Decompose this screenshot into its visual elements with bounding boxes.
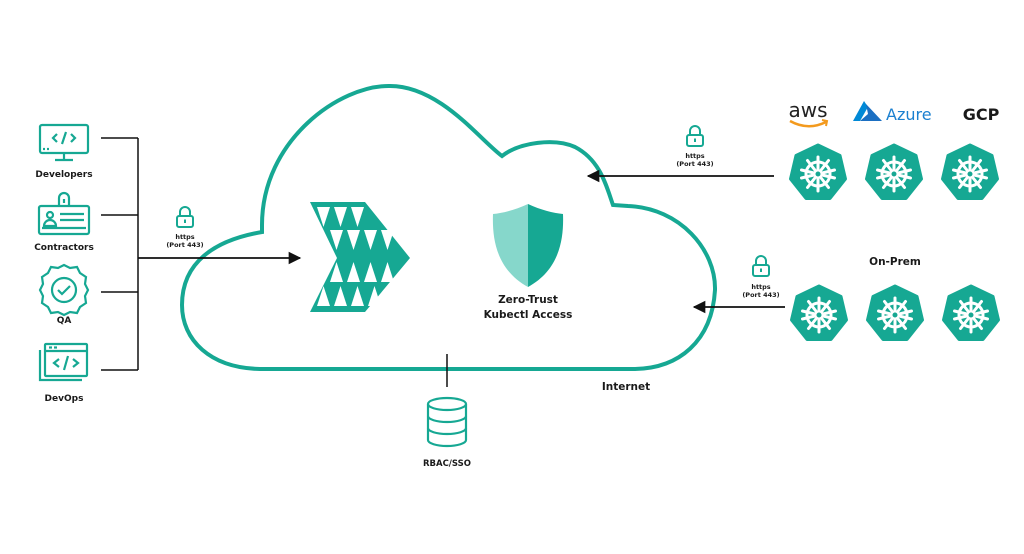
gateway-logo-triangle <box>351 286 364 306</box>
user-label: Developers <box>35 170 92 180</box>
gateway-logo-triangle <box>347 230 360 250</box>
kubernetes-cluster-onprem-2 <box>866 284 924 341</box>
https-lock-on-prem: https (Port 443) <box>742 255 780 299</box>
product-label-line2: Kubectl Access <box>484 309 573 321</box>
kubernetes-cluster-onprem-3 <box>942 284 1000 341</box>
cloud-outline <box>179 83 718 372</box>
gateway-logo-triangle <box>381 262 394 282</box>
lock-icon <box>176 206 194 228</box>
gateway-logo-triangle <box>334 207 347 227</box>
on-prem-label: On-Prem <box>869 256 921 268</box>
product-label-line1: Zero-Trust <box>498 294 558 306</box>
internet-label: Internet <box>602 381 650 393</box>
check-badge-icon <box>38 263 90 317</box>
gateway-logo-shape <box>310 202 410 312</box>
user-connector-lines <box>101 137 139 371</box>
gateway-logo-triangle <box>334 286 347 306</box>
https-lock-left: https (Port 443) <box>166 206 204 249</box>
azure-logo: Azure <box>853 101 932 124</box>
monitor-code-icon <box>38 123 90 162</box>
protocol-label: https <box>175 233 194 241</box>
gateway-logo-triangle <box>317 207 330 227</box>
kubernetes-cluster-azure <box>865 143 923 200</box>
azure-text: Azure <box>886 105 932 124</box>
user-devops: DevOps <box>38 342 89 404</box>
kubernetes-cluster-onprem-1 <box>790 284 848 341</box>
port-label: (Port 443) <box>676 160 713 168</box>
kubernetes-cluster-gcp <box>941 143 999 200</box>
gateway-logo-triangle <box>368 286 381 306</box>
lock-icon <box>686 125 704 147</box>
port-label: (Port 443) <box>166 241 203 249</box>
gateway-logo-triangle <box>317 286 330 306</box>
id-badge-icon <box>37 191 91 236</box>
gateway-logo-triangle <box>364 262 377 282</box>
gateway-logo-triangle <box>381 230 394 250</box>
gateway-logo-triangle <box>351 207 364 227</box>
database-icon <box>426 396 468 448</box>
gateway-logo-triangle <box>364 230 377 250</box>
https-lock-cloud-providers: https (Port 443) <box>676 125 714 168</box>
protocol-label: https <box>685 152 704 160</box>
gcp-logo: GCP <box>963 105 1000 124</box>
gateway-logo-triangle <box>330 262 343 282</box>
lock-icon <box>752 255 770 277</box>
kubernetes-cluster-aws <box>789 143 847 200</box>
rbac-label: RBAC/SSO <box>423 459 471 469</box>
user-contractors: Contractors <box>34 191 94 253</box>
user-label: QA <box>57 316 72 326</box>
browser-code-icon <box>38 342 89 382</box>
user-developers: Developers <box>35 123 93 180</box>
shield-icon <box>492 204 564 287</box>
user-qa: QA <box>38 263 90 326</box>
gateway-logo-icon <box>310 202 410 312</box>
user-label: DevOps <box>45 394 84 404</box>
gateway-logo-triangle <box>330 230 343 250</box>
user-label: Contractors <box>34 243 94 253</box>
gateway-logo-triangle <box>347 262 360 282</box>
port-label: (Port 443) <box>742 291 779 299</box>
aws-logo: aws <box>788 98 829 128</box>
aws-text: aws <box>788 98 827 122</box>
protocol-label: https <box>751 283 770 291</box>
